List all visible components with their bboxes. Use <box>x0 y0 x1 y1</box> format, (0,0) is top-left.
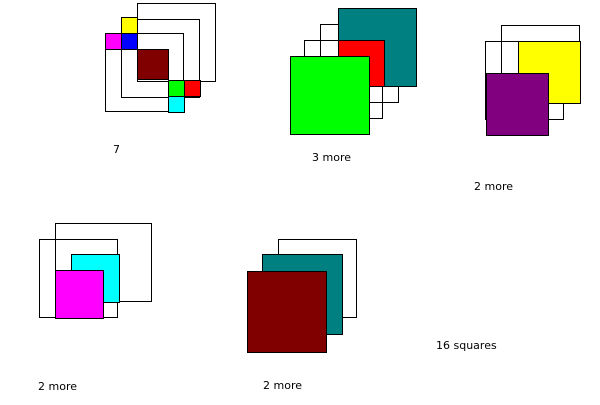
magenta-square <box>105 33 122 50</box>
outline-square <box>121 19 200 98</box>
yellow-square <box>121 17 138 34</box>
caption-group-3: 2 more <box>474 180 513 193</box>
caption-group-1: 7 <box>113 143 120 156</box>
purple-square <box>486 73 549 136</box>
green-square <box>168 80 185 97</box>
group-3 <box>485 25 581 136</box>
maroon-square <box>137 49 169 80</box>
maroon-square <box>247 271 327 353</box>
blue-square <box>121 33 138 50</box>
group-1 <box>105 3 216 113</box>
group-5 <box>247 239 357 353</box>
outline-square <box>105 33 184 112</box>
group-2 <box>290 8 417 135</box>
caption-total: 16 squares <box>436 339 497 352</box>
caption-group-4: 2 more <box>38 380 77 393</box>
green-square <box>290 56 370 135</box>
magenta-square <box>55 270 104 319</box>
caption-group-5: 2 more <box>263 379 302 392</box>
group-4 <box>39 223 152 319</box>
cyan-square <box>168 96 185 113</box>
red-square <box>184 80 201 97</box>
caption-group-2: 3 more <box>312 151 351 164</box>
